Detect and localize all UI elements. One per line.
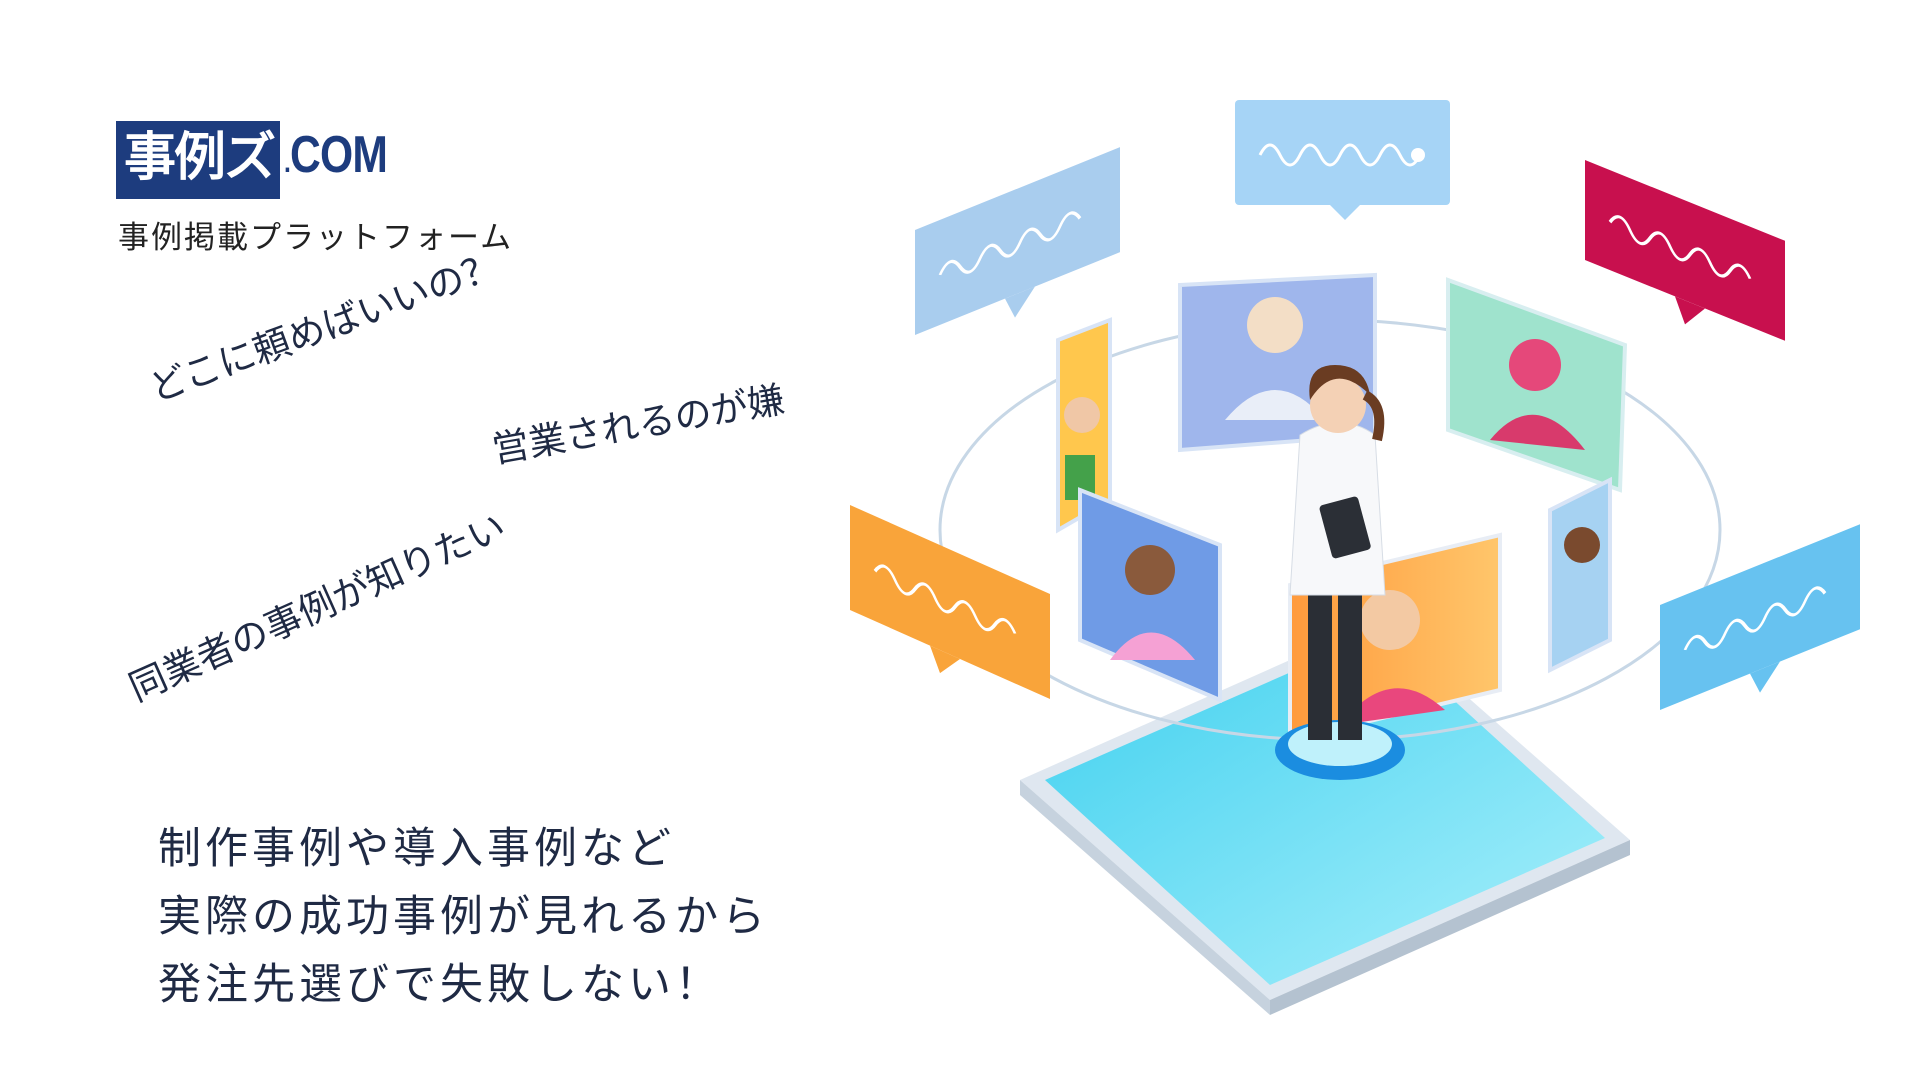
woman-presenter-illustration xyxy=(1275,365,1405,780)
main-copy-line-1: 制作事例や導入事例など xyxy=(158,824,675,874)
video-call-screen-right xyxy=(1548,476,1612,674)
video-call-screen-lower-left xyxy=(1078,487,1222,704)
main-copy: 制作事例や導入事例など 実際の成功事例が見れるから 発注先選びで失敗しない！ xyxy=(158,815,769,1019)
logo-kanji: 事例ズ xyxy=(116,121,281,199)
main-copy-line-3: 発注先選びで失敗しない！ xyxy=(158,960,722,1010)
voice-wave-bubble-right-cyan xyxy=(1660,524,1860,710)
concern-industry-cases: 同業者の事例が知りたい xyxy=(122,505,512,710)
tagline: 事例掲載プラットフォーム xyxy=(118,220,514,256)
tablet-platform xyxy=(1020,620,1630,1015)
voice-wave-bubble-top xyxy=(1235,100,1450,220)
video-meeting-illustration xyxy=(850,100,1860,1015)
voice-wave-bubble-left-blue xyxy=(915,147,1120,335)
concern-sales-pressure: 営業されるのが嫌 xyxy=(488,377,788,472)
voice-wave-bubble-orange xyxy=(850,505,1050,700)
voice-wave-bubble-magenta xyxy=(1585,160,1785,341)
brand-logo: 事例ズ .COM xyxy=(116,121,410,199)
video-call-screen-top-right xyxy=(1446,277,1628,493)
logo-suffix: .COM xyxy=(284,126,388,184)
concern-where-to-ask: どこに頼めばいいの？ xyxy=(143,243,506,411)
main-copy-line-2: 実際の成功事例が見れるから xyxy=(158,892,769,942)
